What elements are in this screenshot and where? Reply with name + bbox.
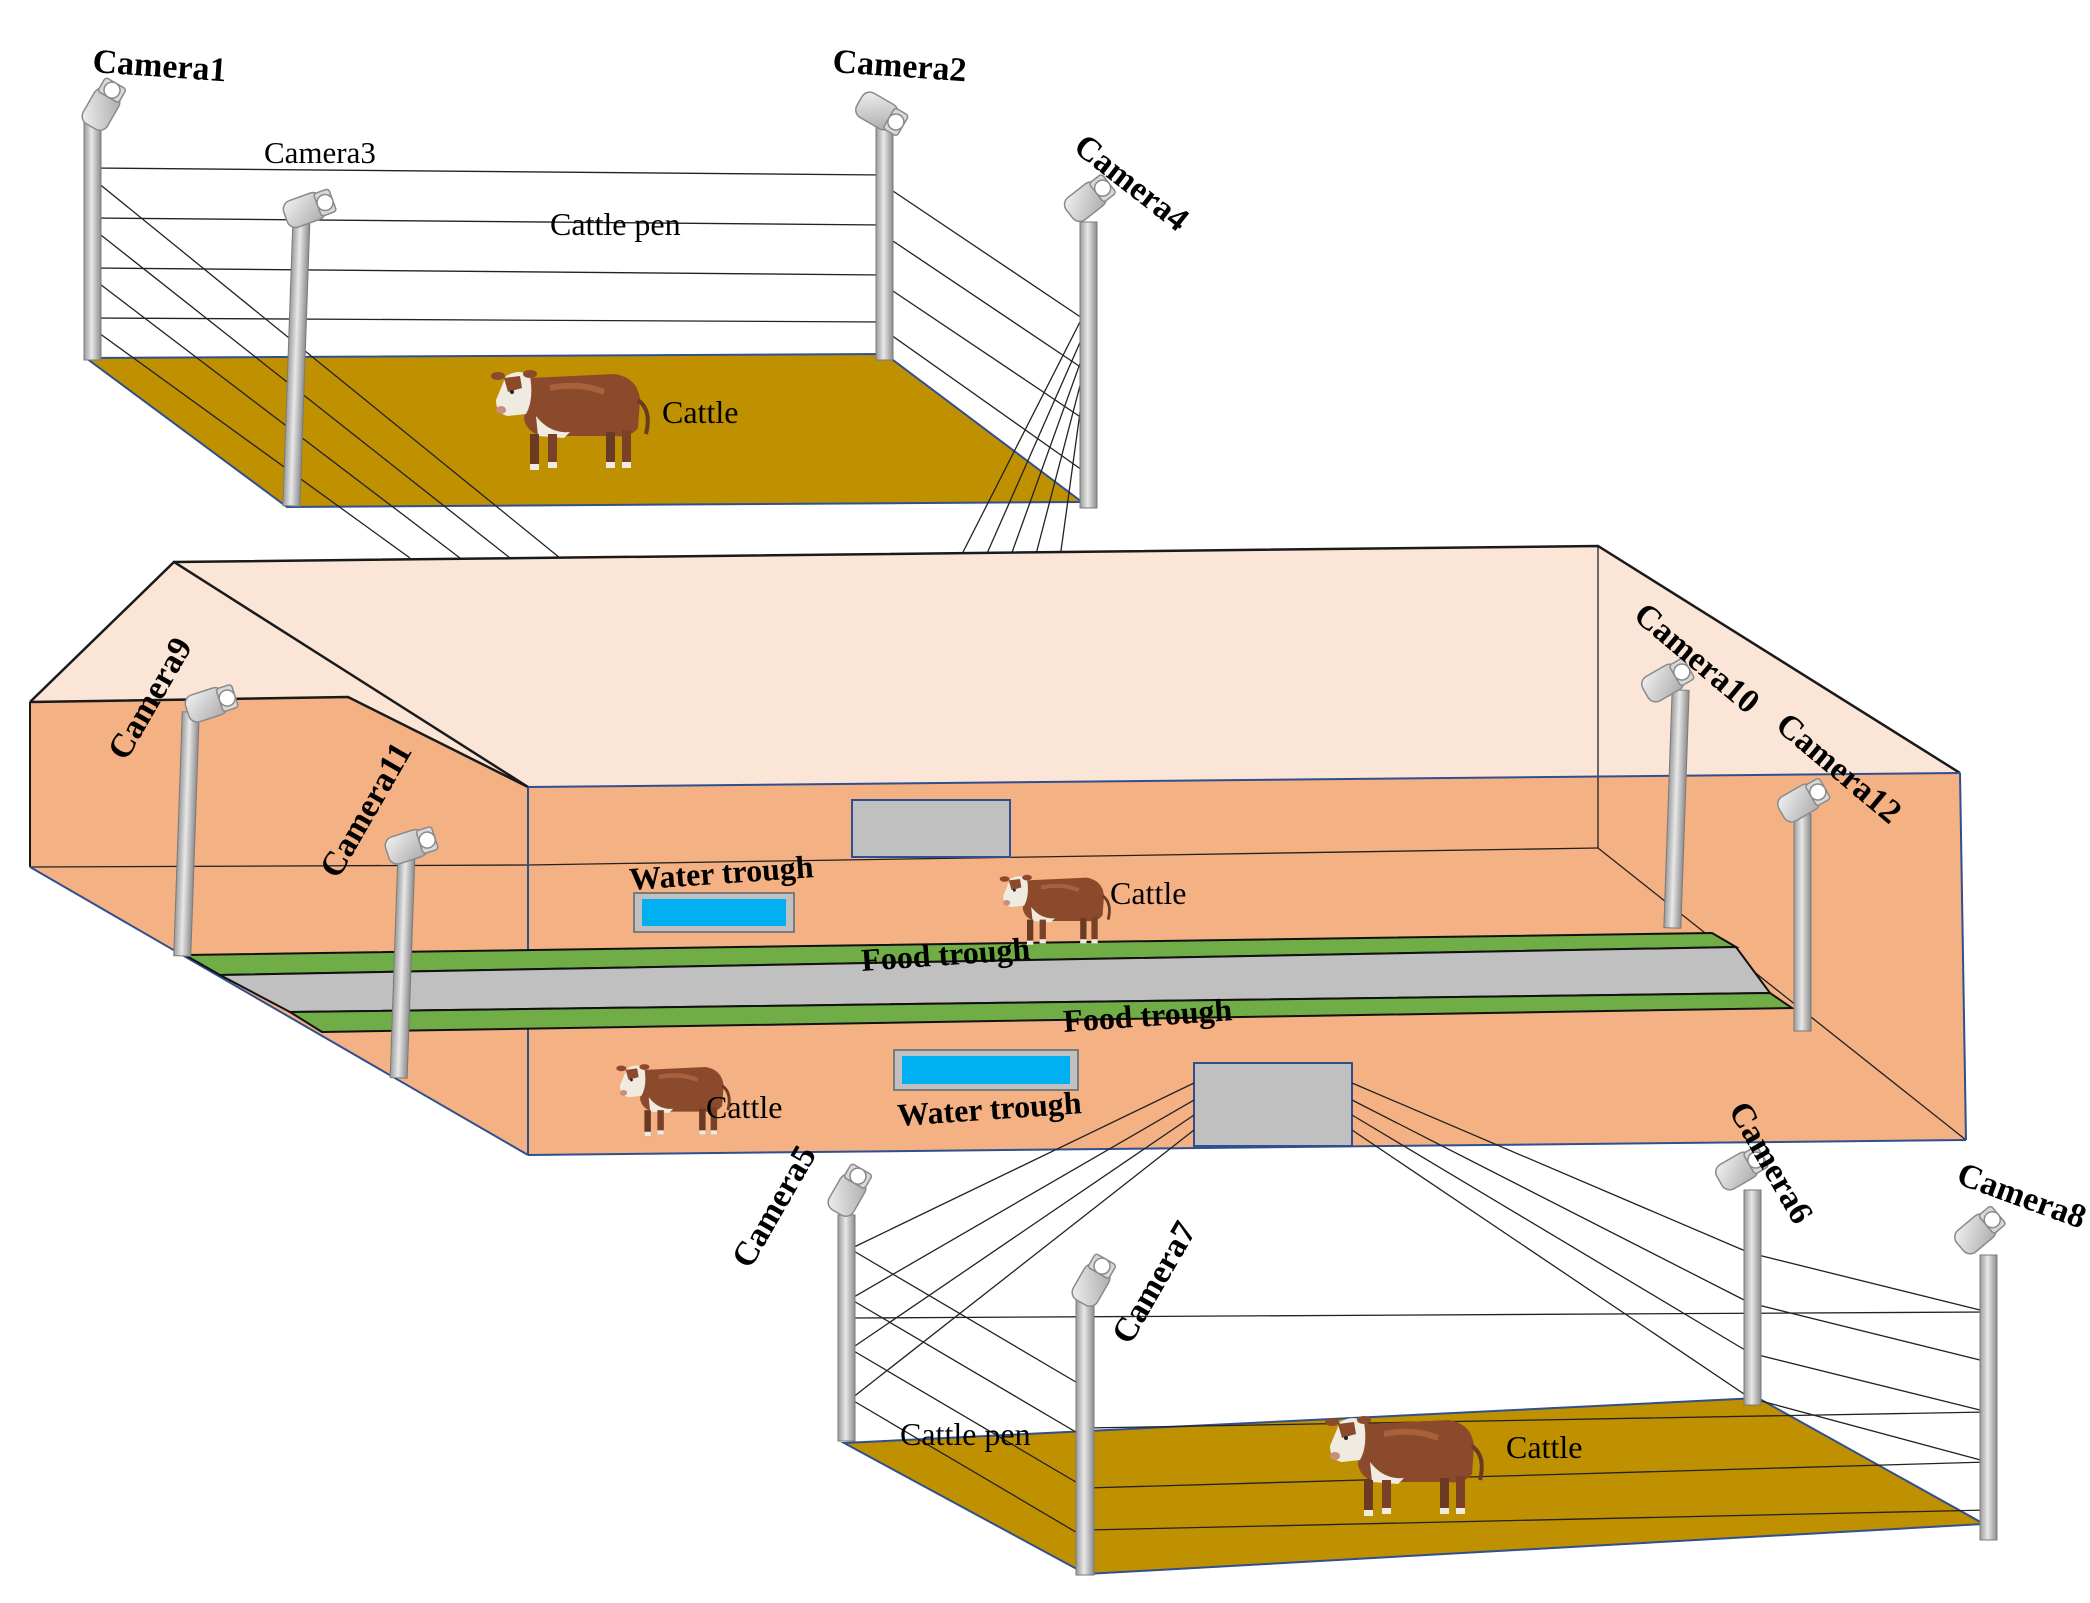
bottom-pen-fence-wires [851, 1082, 1989, 1539]
camera7-label: Camera7 [1105, 1215, 1204, 1350]
camera1-pole [83, 119, 102, 361]
camera3-icon [280, 185, 339, 231]
camera5-icon [824, 1161, 875, 1221]
top-pen-fence-wires [91, 167, 1083, 559]
barn-upper-cattle-label: Cattle [1110, 875, 1186, 911]
barn-lower-cattle-label: Cattle [706, 1089, 782, 1125]
camera2-pole [875, 124, 894, 361]
cattle-barn: Camera9 Camera10 Camera11 Camera12 Water… [29, 544, 1967, 1156]
camera6-pole [1743, 1189, 1762, 1406]
camera7-pole [1075, 1299, 1095, 1576]
bottom-pen-cattle-label: Cattle [1506, 1429, 1582, 1465]
barn-end-wall [30, 697, 528, 1155]
back-wall-door [851, 799, 1011, 858]
camera5-label: Camera5 [725, 1139, 824, 1274]
camera2-label: Camera2 [831, 43, 967, 89]
lower-food-trough [286, 991, 1796, 1034]
top-pen-label: Cattle pen [550, 206, 681, 242]
bottom-pen-label: Cattle pen [900, 1416, 1031, 1452]
front-wall-door [1193, 1062, 1353, 1147]
camera5-pole [837, 1214, 856, 1442]
top-pen-cattle-label: Cattle [662, 394, 738, 430]
camera8-icon [1950, 1203, 2009, 1259]
camera4-pole [1079, 221, 1098, 509]
camera3-label: Camera3 [264, 135, 376, 170]
top-cattle-pen: Camera1 Camera2 Camera3 Camera4 Cattle p… [78, 43, 1195, 559]
barn-roof [30, 546, 1960, 787]
camera10-pole [1663, 689, 1690, 929]
camera12-pole [1793, 813, 1812, 1032]
bottom-cattle-pen: Camera5 Camera6 Camera7 Camera8 Cattle p… [725, 1082, 2090, 1576]
camera8-pole [1979, 1254, 1998, 1541]
